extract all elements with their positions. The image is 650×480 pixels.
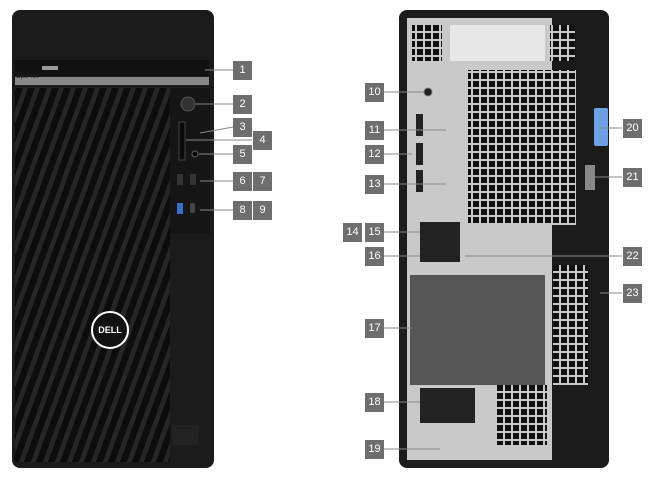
callout-8: 8: [233, 201, 252, 220]
callout-14: 14: [343, 223, 362, 242]
callout-5: 5: [233, 145, 252, 164]
dell-logo: DELL: [91, 311, 129, 349]
callout-17: 17: [365, 319, 384, 338]
callout-16: 16: [365, 247, 384, 266]
callout-15: 15: [365, 223, 384, 242]
callout-20: 20: [623, 119, 642, 138]
callout-6: 6: [233, 172, 252, 191]
callout-18: 18: [365, 393, 384, 412]
callout-22: 22: [623, 247, 642, 266]
callout-10: 10: [365, 83, 384, 102]
callout-1: 1: [233, 61, 252, 80]
callout-21: 21: [623, 168, 642, 187]
callout-2: 2: [233, 95, 252, 114]
callout-23: 23: [623, 284, 642, 303]
brand-label: OptiPlex: [16, 74, 39, 80]
leader-lines: [186, 69, 622, 450]
callout-7: 7: [253, 172, 272, 191]
callout-12: 12: [365, 145, 384, 164]
rear-view: [399, 10, 609, 468]
callout-19: 19: [365, 440, 384, 459]
callout-4: 4: [253, 131, 272, 150]
front-view: [12, 10, 214, 468]
cover-release-latch: [594, 108, 608, 146]
power-button: [180, 96, 196, 112]
optical-eject-button: [42, 66, 58, 70]
callout-3: 3: [233, 118, 252, 137]
callout-13: 13: [365, 175, 384, 194]
callout-11: 11: [365, 121, 384, 140]
callout-9: 9: [253, 201, 272, 220]
